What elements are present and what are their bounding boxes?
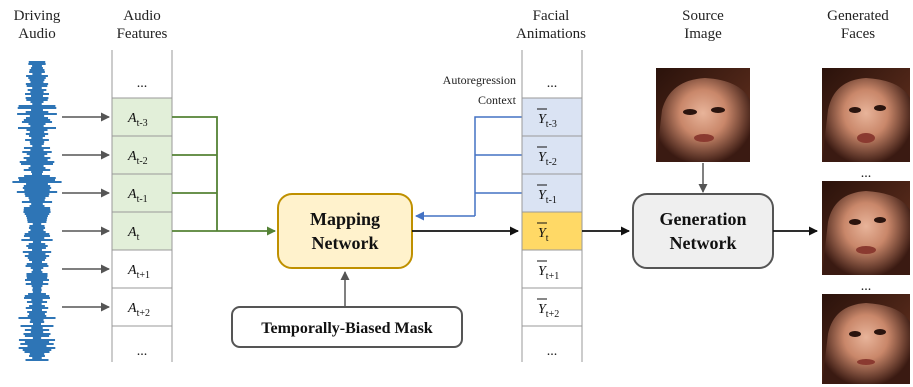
header-generated-faces-line2: Faces — [841, 26, 875, 42]
facial-animation-cell — [521, 287, 583, 327]
generated-faces-ellipsis-1: ... — [861, 166, 872, 181]
generation-network-box: Generation Network — [632, 193, 774, 269]
audio-features-top-ellipsis: ... — [137, 76, 148, 91]
source-image-photo — [656, 68, 750, 162]
audio-waveform-icon — [12, 61, 62, 361]
temporally-biased-mask-label: Temporally-Biased Mask — [261, 320, 433, 337]
audio-feature-label: At-1 — [127, 187, 148, 205]
audio-feature-cell — [111, 287, 173, 327]
facial-animation-cell — [521, 173, 583, 213]
autoregression-connector — [415, 116, 522, 221]
mapping-network-box: Mapping Network — [277, 193, 413, 269]
audio-feature-cell — [111, 249, 173, 289]
audio-feature-cell — [111, 97, 173, 137]
audio-feature-label: At-3 — [127, 111, 148, 129]
header-source-image-line2: Image — [684, 26, 722, 42]
temporally-biased-mask-box: Temporally-Biased Mask — [231, 306, 463, 348]
autoregression-label-line2: Context — [478, 93, 517, 107]
generation-network-label-line1: Generation — [660, 209, 747, 229]
facial-animation-cell — [521, 97, 583, 137]
facial-animation-label: Yt+2 — [538, 302, 559, 320]
facial-animations-column: ... Yt-3Yt-2Yt-1YtYt+1Yt+2 ... — [521, 50, 583, 362]
facial-animations-top-ellipsis: ... — [547, 76, 558, 91]
facial-animation-label: Yt-1 — [538, 188, 557, 206]
generated-face-3 — [822, 294, 910, 384]
facial-animation-label: Yt-3 — [538, 112, 557, 130]
header-audio-features-line1: Audio — [123, 8, 161, 24]
audio-features-bottom-ellipsis: ... — [137, 344, 148, 359]
audio-features-column: ... At-3At-2At-1AtAt+1At+2 ... — [111, 50, 173, 362]
audio-feature-label: At — [127, 225, 140, 243]
facial-animation-cell — [521, 135, 583, 175]
autoregression-label-line1: Autoregression — [443, 73, 516, 87]
mapping-network-label-line1: Mapping — [310, 209, 380, 229]
header-driving-audio-line1: Driving — [14, 8, 61, 24]
audio-feature-label: At+1 — [127, 263, 150, 281]
audio-feature-label: At+2 — [127, 301, 150, 319]
audio-feature-cell — [111, 173, 173, 213]
generated-face-2 — [822, 181, 910, 275]
audio-context-connector — [172, 116, 276, 236]
header-source-image-line1: Source — [682, 8, 724, 24]
header-generated-faces-line1: Generated — [827, 8, 889, 24]
generated-face-1 — [822, 68, 910, 162]
generated-faces-ellipsis-2: ... — [861, 279, 872, 294]
generation-network-label-line2: Network — [670, 233, 737, 253]
facial-animation-cell — [521, 211, 583, 251]
header-audio-features-line2: Features — [117, 26, 168, 42]
facial-animations-bottom-ellipsis: ... — [547, 344, 558, 359]
audio-feature-cell — [111, 135, 173, 175]
audio-feature-cell — [111, 211, 173, 251]
header-driving-audio-line2: Audio — [18, 26, 56, 42]
waveform-arrows — [62, 112, 110, 312]
audio-feature-label: At-2 — [127, 149, 148, 167]
header-facial-animations-line2: Animations — [516, 26, 586, 42]
facial-animation-label: Yt-2 — [538, 150, 557, 168]
facial-animation-label: Yt+1 — [538, 264, 559, 282]
mapping-network-label-line2: Network — [312, 233, 379, 253]
header-facial-animations-line1: Facial — [533, 8, 570, 24]
facial-animation-label: Yt — [538, 226, 549, 244]
facial-animation-cell — [521, 249, 583, 289]
